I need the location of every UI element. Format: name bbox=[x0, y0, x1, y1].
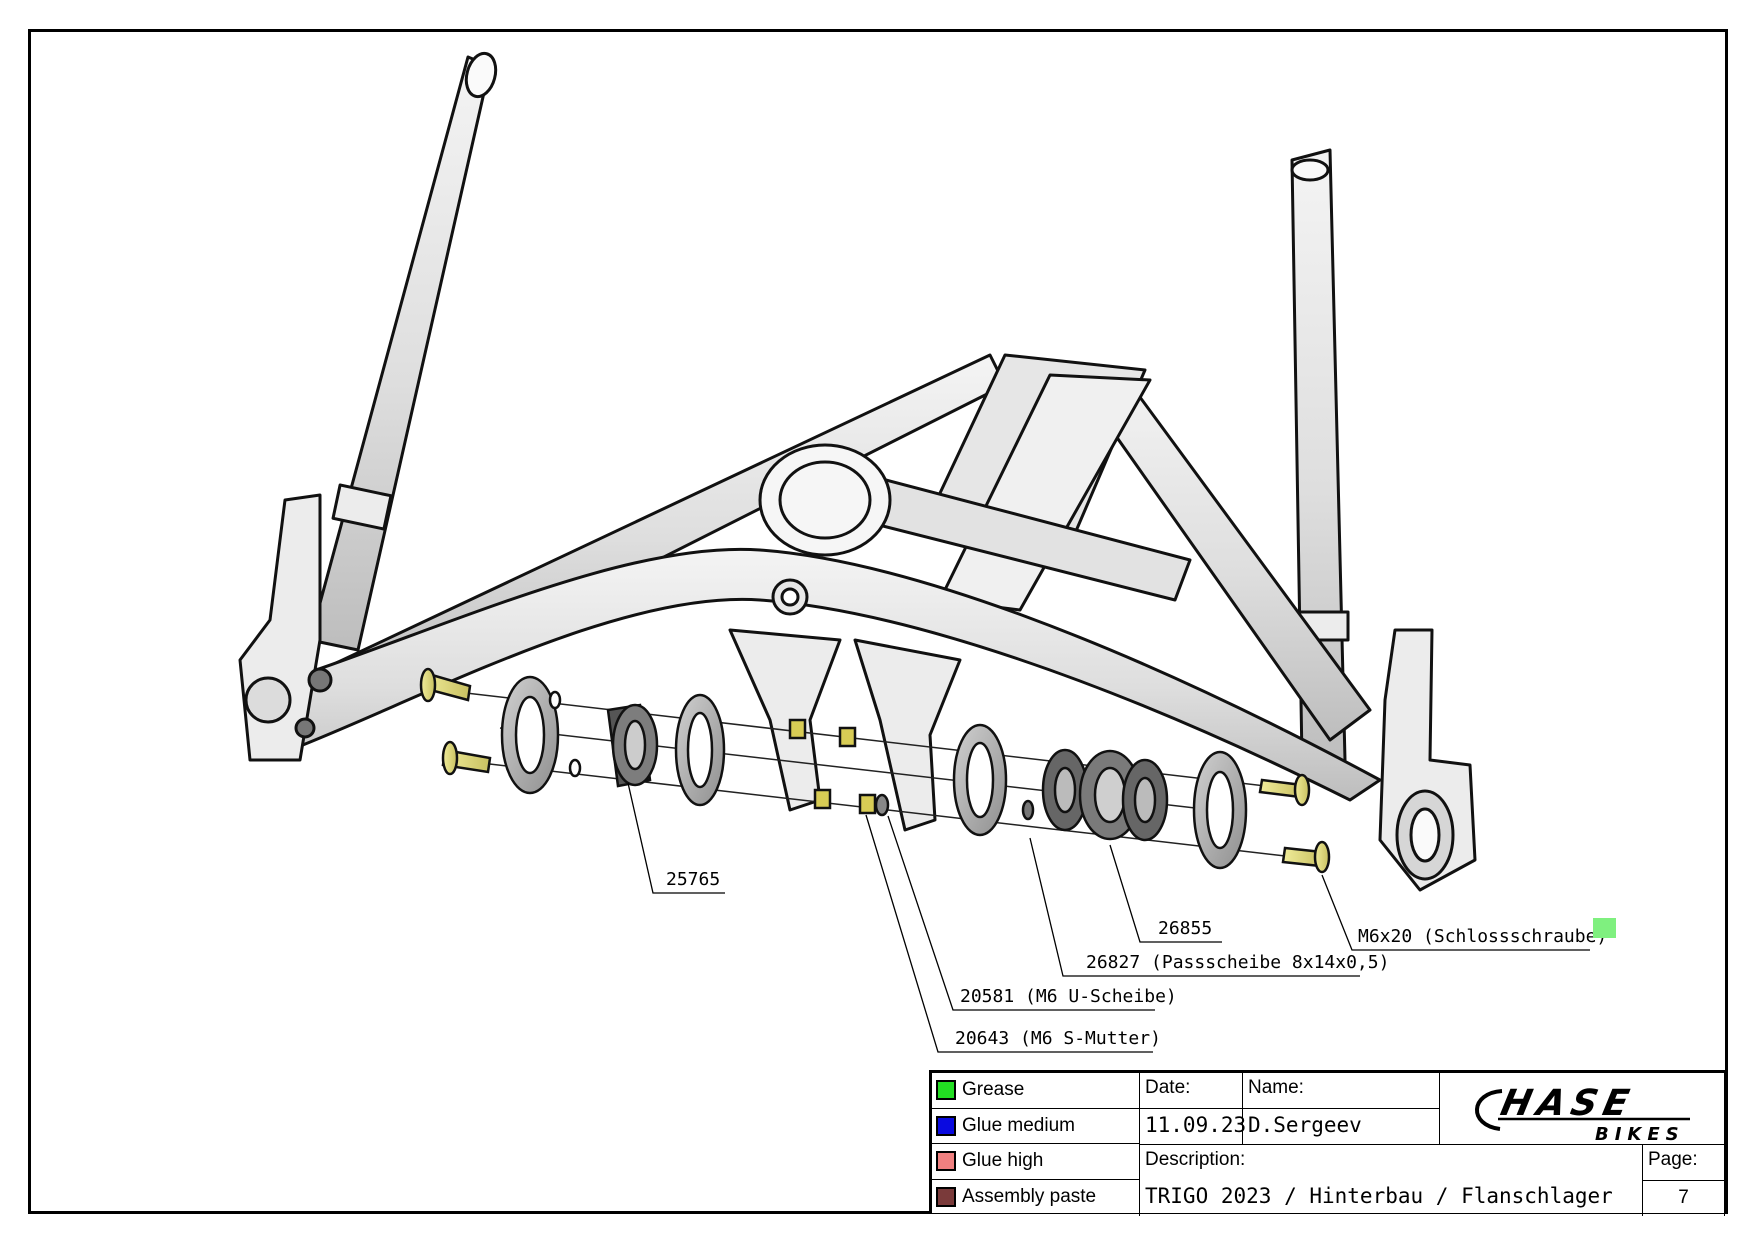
date-value-cell: 11.09.23 bbox=[1140, 1109, 1247, 1145]
nut-top-left bbox=[788, 718, 807, 740]
callout-M6x20: M6x20 (Schlossschraube) bbox=[1358, 926, 1607, 947]
callout-labels: 25765 26855 26827 (Passscheibe 8x14x0,5)… bbox=[666, 869, 1616, 1049]
frame-structure bbox=[238, 51, 1477, 892]
legend-label: Assembly paste bbox=[962, 1186, 1097, 1208]
name-value: D.Sergeev bbox=[1248, 1113, 1362, 1137]
date-label-cell: Date: bbox=[1140, 1073, 1243, 1109]
leader-lines bbox=[627, 782, 1590, 1053]
bracket-left bbox=[728, 628, 842, 812]
grease-marker-M6x20 bbox=[1593, 918, 1616, 938]
legend-item-grease: Grease bbox=[932, 1073, 1140, 1109]
nut-bottom-b bbox=[858, 793, 877, 815]
leader-M6x20 bbox=[1321, 874, 1590, 951]
legend-label: Grease bbox=[962, 1079, 1025, 1101]
assembly-paste-swatch bbox=[936, 1187, 956, 1208]
left-stay-tube bbox=[308, 55, 492, 652]
leader-20643 bbox=[865, 814, 1153, 1053]
callout-20581: 20581 (M6 U-Scheibe) bbox=[960, 986, 1177, 1007]
legend-item-glue-high: Glue high bbox=[932, 1144, 1140, 1180]
callout-25765: 25765 bbox=[666, 869, 720, 890]
legend-label: Glue high bbox=[962, 1150, 1044, 1172]
washer-small bbox=[874, 793, 890, 817]
shim-right bbox=[1021, 799, 1035, 821]
name-label: Name: bbox=[1248, 1077, 1304, 1098]
legend-item-assembly-paste: Assembly paste bbox=[932, 1180, 1140, 1216]
legend: Grease Glue medium Glue high Assembly pa… bbox=[932, 1073, 1140, 1216]
leader-20581 bbox=[887, 815, 1155, 1011]
glue-medium-swatch bbox=[936, 1115, 956, 1136]
nut-top-right bbox=[838, 726, 857, 748]
leader-26855 bbox=[1109, 844, 1222, 943]
page-label: Page: bbox=[1648, 1149, 1698, 1170]
main-lower-tube bbox=[253, 547, 1382, 802]
left-stay-clamp bbox=[331, 483, 393, 531]
page-value: 7 bbox=[1678, 1187, 1689, 1208]
page-label-cell: Page: bbox=[1643, 1145, 1725, 1181]
leader-25765 bbox=[627, 782, 725, 894]
leader-26827 bbox=[1029, 837, 1360, 977]
name-label-cell: Name: bbox=[1243, 1073, 1440, 1109]
description-label: Description: bbox=[1145, 1149, 1246, 1170]
exploded-parts bbox=[419, 667, 1331, 874]
page-value-cell: 7 bbox=[1643, 1181, 1725, 1216]
callout-26827: 26827 (Passscheibe 8x14x0,5) bbox=[1086, 952, 1389, 973]
right-stay-end bbox=[1290, 158, 1330, 182]
logo-main-text: HASE bbox=[1497, 1081, 1639, 1124]
legend-label: Glue medium bbox=[962, 1114, 1075, 1136]
glue-high-swatch bbox=[936, 1151, 956, 1172]
logo-cell: HASE BIKES bbox=[1440, 1073, 1725, 1145]
name-value-cell: D.Sergeev bbox=[1243, 1109, 1440, 1145]
description-label-cell: Description: bbox=[1140, 1145, 1643, 1181]
callout-20643: 20643 (M6 S-Mutter) bbox=[955, 1028, 1161, 1049]
description-value-cell: TRIGO 2023 / Hinterbau / Flanschlager bbox=[1140, 1181, 1643, 1216]
title-block: Grease Glue medium Glue high Assembly pa… bbox=[929, 1070, 1725, 1216]
bracket-right bbox=[853, 638, 962, 832]
grease-swatch bbox=[936, 1080, 956, 1101]
legend-item-glue-medium: Glue medium bbox=[932, 1109, 1140, 1144]
logo-sub-text: BIKES bbox=[1595, 1124, 1685, 1145]
left-stay-end bbox=[464, 51, 498, 99]
date-label: Date: bbox=[1145, 1077, 1191, 1098]
description-value: TRIGO 2023 / Hinterbau / Flanschlager bbox=[1145, 1184, 1613, 1208]
callout-26855: 26855 bbox=[1158, 918, 1212, 939]
nut-bottom-a bbox=[813, 788, 832, 810]
hase-bikes-logo: HASE BIKES bbox=[1475, 1081, 1690, 1145]
date-value: 11.09.23 bbox=[1145, 1113, 1247, 1137]
